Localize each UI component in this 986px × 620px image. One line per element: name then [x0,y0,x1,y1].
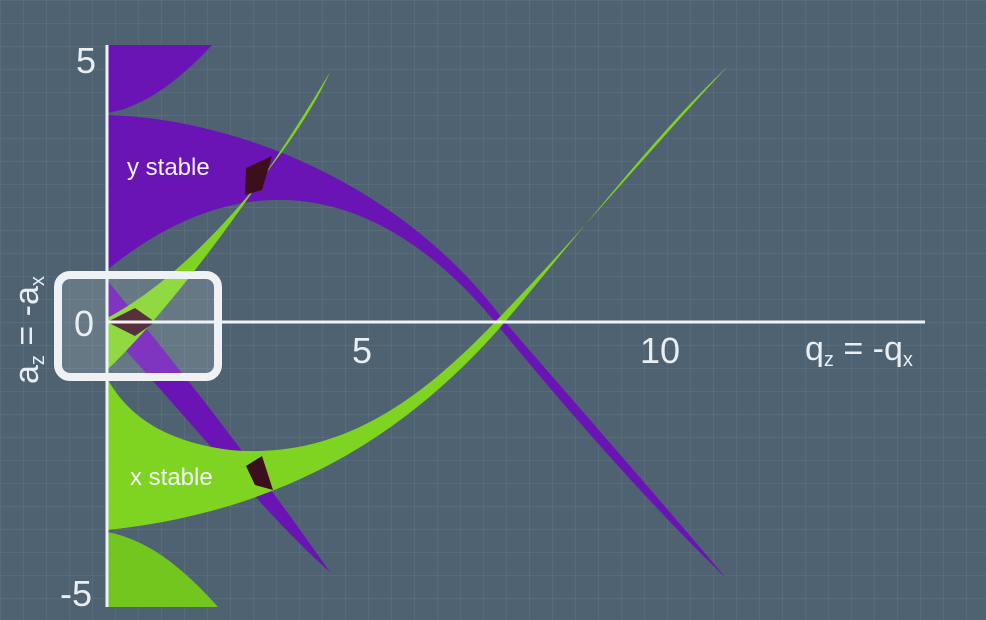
y-axis-label: az = -ax [8,276,49,384]
x-stable-upper-branch [107,72,330,370]
y-stable-regions [107,45,726,578]
overlap-lower [246,456,273,490]
origin-highlight-box [54,271,222,381]
axes [105,45,925,607]
y-tick-bottom: -5 [60,573,92,614]
x-tick-10: 10 [640,330,680,371]
region-label-x-stable: x stable [130,464,213,491]
y-stable-lower-branch [107,280,330,572]
x-stable-regions [107,66,728,607]
y-tick-top: 5 [76,40,96,81]
overlap-upper [245,156,272,195]
x-stable-bottom-cusp [107,532,218,607]
region-label-y-stable: y stable [127,154,210,181]
x-axis-label: qz = -qx [805,330,913,371]
y-stable-top-cusp [107,45,212,113]
y-tick-zero: 0 [74,303,94,344]
y-stable-main-band [107,115,726,578]
x-stable-main-band [107,66,728,530]
x-tick-5: 5 [352,330,372,371]
